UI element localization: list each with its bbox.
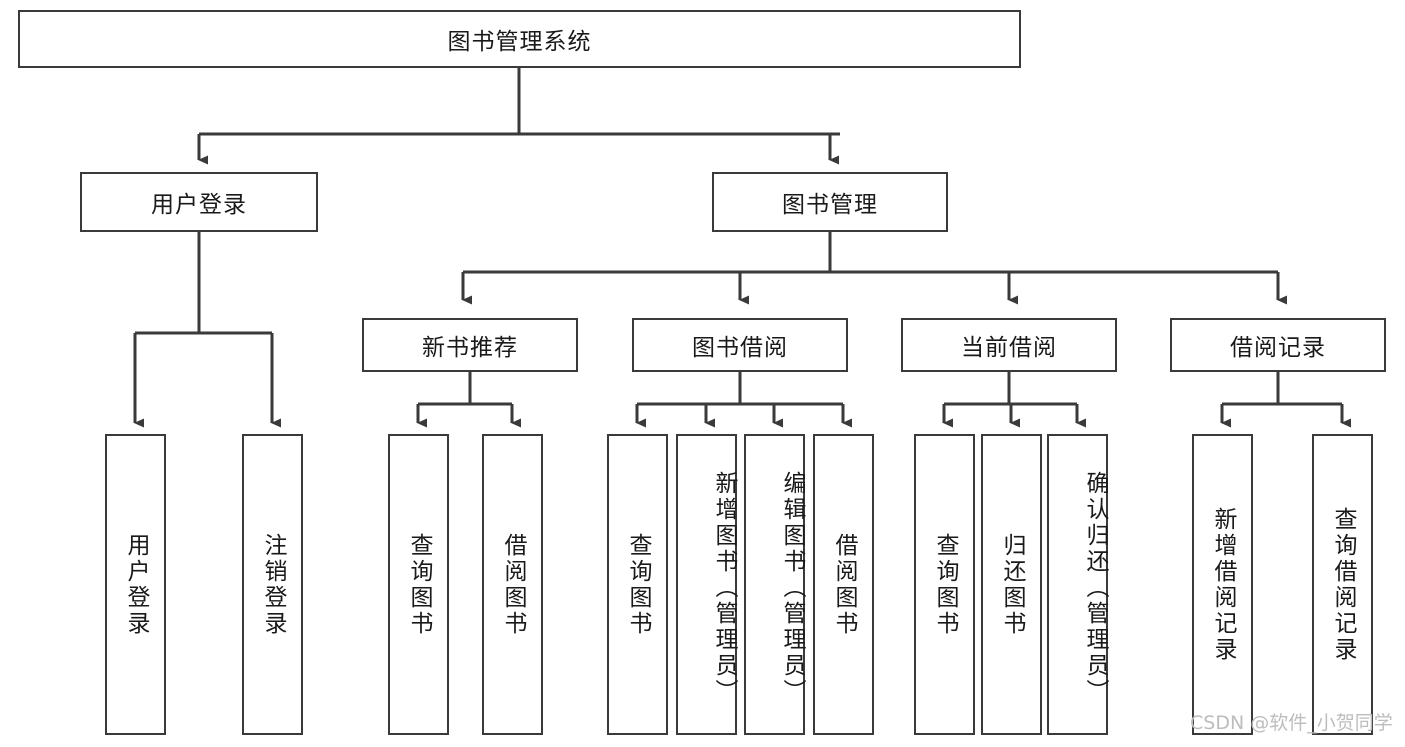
node-label: 图书管理	[782, 192, 878, 218]
node-borrow-record[interactable]: 借阅记录	[1170, 318, 1386, 372]
leaf-borrow-record-add-record[interactable]: 新增借阅记录	[1192, 434, 1253, 735]
node-label: 借阅图书	[831, 532, 857, 637]
node-label: 新书推荐	[422, 335, 518, 361]
node-label: 新增借阅记录	[1210, 506, 1236, 663]
node-label: 编辑图书（管理员）	[779, 470, 805, 705]
leaf-book-borrow-query-book[interactable]: 查询图书	[607, 434, 668, 735]
node-label: 借阅记录	[1230, 335, 1326, 361]
csdn-watermark: CSDN @软件_小贺同学	[1190, 712, 1393, 734]
node-label: 图书管理系统	[447, 29, 592, 55]
leaf-user-login-logout[interactable]: 注销登录	[242, 434, 303, 735]
leaf-current-borrow-query-book[interactable]: 查询图书	[914, 434, 975, 735]
leaf-current-borrow-return-book[interactable]: 归还图书	[981, 434, 1042, 735]
leaf-current-borrow-confirm-return-admin[interactable]: 确认归还（管理员）	[1047, 434, 1108, 735]
leaf-book-borrow-edit-book-admin[interactable]: 编辑图书（管理员）	[744, 434, 805, 735]
leaf-user-login-login[interactable]: 用户登录	[105, 434, 166, 735]
node-label: 查询借阅记录	[1330, 506, 1356, 663]
node-label: 查询图书	[625, 532, 651, 637]
leaf-book-borrow-add-book-admin[interactable]: 新增图书（管理员）	[676, 434, 737, 735]
node-label: 确认归还（管理员）	[1082, 470, 1108, 705]
node-label: 当前借阅	[961, 335, 1057, 361]
leaf-new-book-query-book[interactable]: 查询图书	[388, 434, 449, 735]
leaf-borrow-record-query-record[interactable]: 查询借阅记录	[1312, 434, 1373, 735]
node-label: 新增图书（管理员）	[711, 470, 737, 705]
node-book-borrow[interactable]: 图书借阅	[632, 318, 848, 372]
node-label: 图书借阅	[692, 335, 788, 361]
leaf-book-borrow-borrow-book[interactable]: 借阅图书	[813, 434, 874, 735]
node-current-borrow[interactable]: 当前借阅	[901, 318, 1117, 372]
node-book-management[interactable]: 图书管理	[712, 172, 948, 232]
node-label: 查询图书	[932, 532, 958, 637]
leaf-new-book-borrow-book[interactable]: 借阅图书	[482, 434, 543, 735]
node-user-login[interactable]: 用户登录	[80, 172, 318, 232]
node-label: 归还图书	[999, 532, 1025, 637]
node-root-book-management-system[interactable]: 图书管理系统	[18, 10, 1021, 68]
node-label: 用户登录	[151, 192, 247, 218]
node-label: 借阅图书	[500, 532, 526, 637]
node-label: 查询图书	[406, 532, 432, 637]
node-label: 用户登录	[123, 532, 149, 637]
node-label: 注销登录	[260, 532, 286, 637]
node-new-book-recommend[interactable]: 新书推荐	[362, 318, 578, 372]
